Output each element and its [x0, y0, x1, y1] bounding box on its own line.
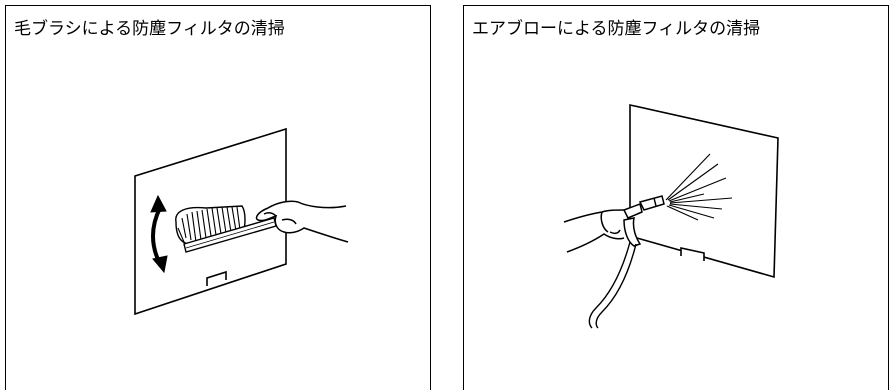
air-spray-lines [666, 154, 732, 220]
panel-airblow-cleaning: エアブローによる防塵フィルタの清掃 [463, 5, 889, 390]
brush-cleaning-illustration [6, 6, 432, 386]
dust-filter-panel [630, 105, 778, 277]
hand-icon [564, 210, 624, 252]
double-arrow-icon [151, 196, 167, 272]
airblow-cleaning-illustration [464, 6, 890, 386]
panel-title-airblow: エアブローによる防塵フィルタの清掃 [472, 19, 761, 39]
panel-title-brush: 毛ブラシによる防塵フィルタの清掃 [14, 19, 285, 39]
air-hose [589, 242, 636, 328]
air-gun-icon [624, 196, 664, 246]
panel-brush-cleaning: 毛ブラシによる防塵フィルタの清掃 [5, 5, 431, 390]
hand-icon [256, 201, 348, 242]
